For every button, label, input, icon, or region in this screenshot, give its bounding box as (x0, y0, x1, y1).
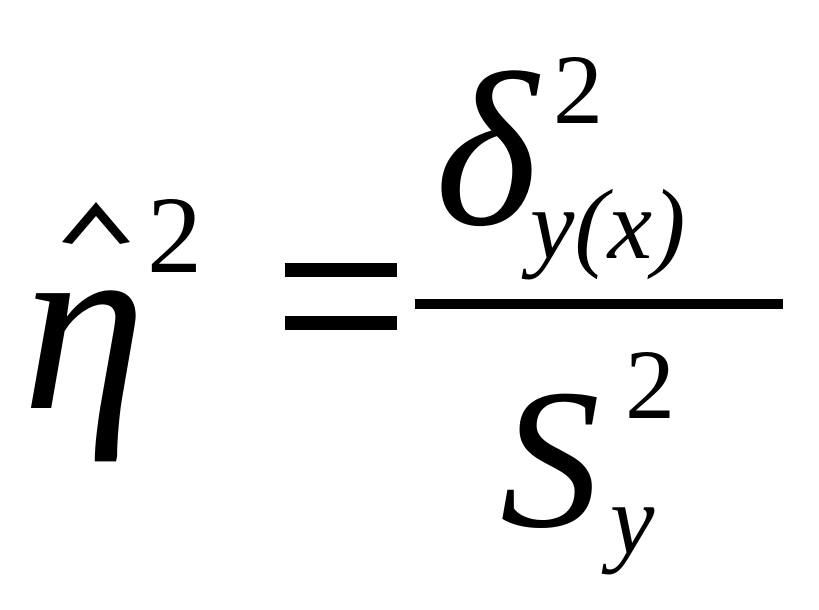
equals-sign-bottom-bar (285, 316, 397, 330)
s-symbol: S (500, 349, 600, 570)
s-subscript: y (610, 464, 655, 575)
delta-symbol: δ (435, 28, 538, 272)
delta-exponent: 2 (553, 34, 603, 145)
s-exponent: 2 (625, 329, 675, 440)
delta-subscript: y(x) (530, 169, 686, 280)
fraction-bar (415, 299, 783, 309)
hat-accent-icon (62, 202, 130, 244)
eta-exponent: 2 (147, 174, 202, 296)
equals-sign-top-bar (285, 263, 397, 277)
